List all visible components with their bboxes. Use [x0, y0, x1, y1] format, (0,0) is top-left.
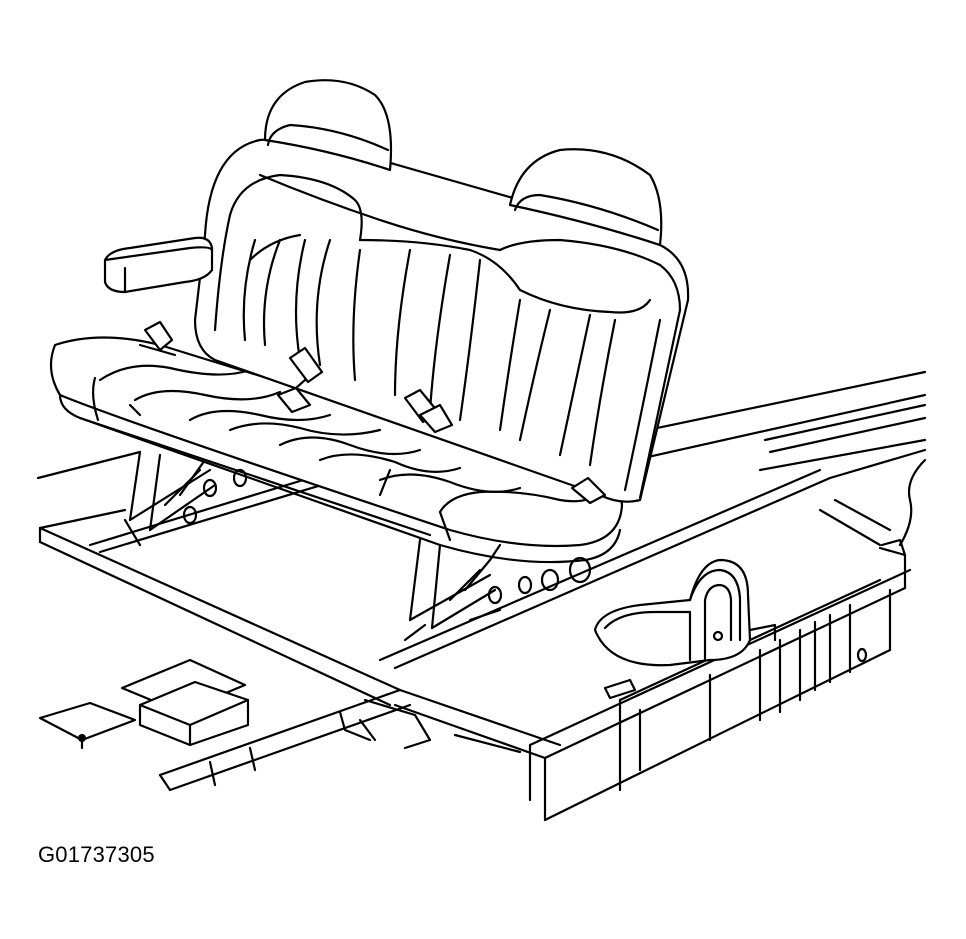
seat-mount-bracket — [593, 558, 777, 700]
floor-recesses — [38, 658, 522, 792]
armrest — [103, 236, 214, 294]
figure-id-label: G01737305 — [38, 842, 155, 867]
seat-cushion — [49, 336, 624, 564]
seat-frame-legs — [123, 450, 592, 642]
seat-back — [193, 79, 690, 503]
seat-belt-buckles — [138, 320, 607, 505]
